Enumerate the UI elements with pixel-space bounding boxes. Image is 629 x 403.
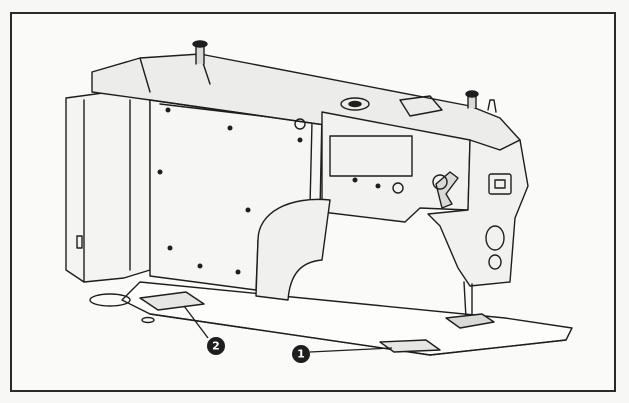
end-cover xyxy=(65,87,151,283)
oil-plate-left xyxy=(139,291,205,311)
machine-head xyxy=(427,139,529,287)
arm-top xyxy=(91,53,521,151)
bed-hole-small xyxy=(141,316,155,324)
callout-1: 1 xyxy=(292,345,310,363)
numbered-callout-marker xyxy=(207,337,225,355)
needle-bar xyxy=(463,281,473,319)
callout-2-label: 2 xyxy=(212,340,220,353)
leader-2 xyxy=(183,305,209,339)
screws xyxy=(157,107,381,275)
arm-neck xyxy=(255,198,331,301)
control-panel xyxy=(488,173,512,195)
leader-1 xyxy=(309,347,393,353)
bed-plate xyxy=(121,281,573,356)
bobbin-winder xyxy=(340,97,370,111)
callout-1-label: 1 xyxy=(297,348,305,361)
front-plate xyxy=(329,135,413,177)
bed-hole-large xyxy=(89,293,131,307)
bed-plate-edge xyxy=(149,313,567,356)
callout-2: 2 xyxy=(207,337,225,355)
reverse-lever xyxy=(435,171,459,209)
numbered-callout-marker xyxy=(292,345,310,363)
presser-foot xyxy=(445,313,495,329)
